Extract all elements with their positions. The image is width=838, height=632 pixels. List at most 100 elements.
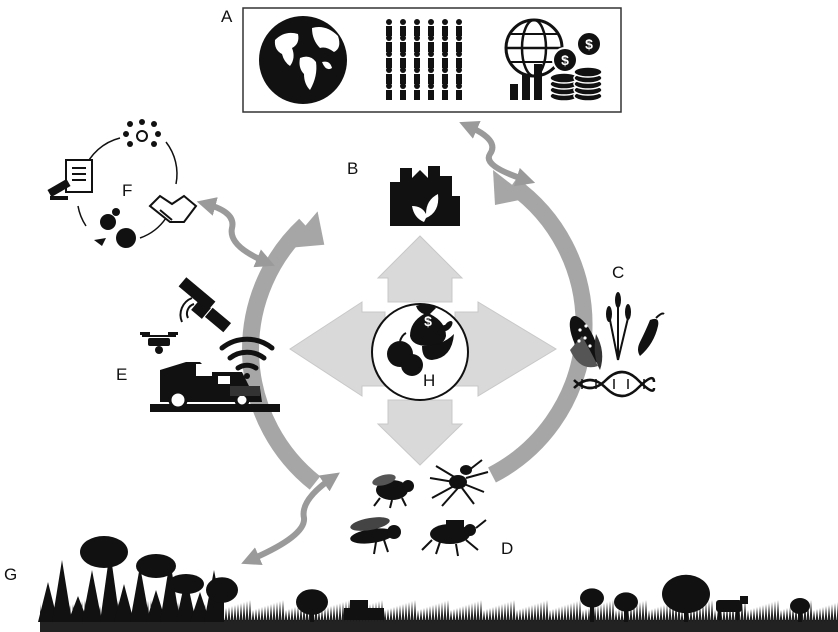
tree-canopy [206, 577, 238, 603]
person-figure [400, 58, 406, 68]
industry-icon [390, 166, 460, 226]
person-figure [428, 83, 434, 89]
person-figure [386, 74, 392, 84]
person-figure [442, 35, 448, 41]
label-f: F [122, 181, 133, 200]
person-figure [400, 67, 406, 73]
beetle-icon [421, 519, 487, 557]
person-figure [442, 83, 448, 89]
conifer-tree [146, 590, 166, 622]
tree-canopy [790, 598, 810, 614]
conifer-tree [176, 576, 196, 622]
policy-document-icon [47, 159, 93, 200]
drone-icon [140, 332, 178, 354]
spider-icon [429, 459, 489, 507]
label-b: B [347, 159, 359, 178]
person-figure [414, 26, 420, 36]
pea-pod-icon [638, 312, 665, 356]
person-figure [414, 51, 420, 57]
wasp-icon [350, 517, 401, 555]
person-figure [400, 83, 406, 89]
team-icon [123, 119, 161, 147]
tree-trunk [590, 598, 594, 622]
tree-trunk [624, 602, 628, 622]
person-figure [386, 35, 392, 41]
person-figure [414, 58, 420, 68]
person-figure [386, 90, 392, 100]
person-figure [414, 42, 420, 52]
person-figure [386, 58, 392, 68]
person-figure [456, 51, 462, 57]
person-figure [456, 42, 462, 52]
person-figure [414, 83, 420, 89]
person-figure [428, 42, 434, 52]
person-figure [442, 58, 448, 68]
forest-canopy [136, 554, 176, 578]
landscape-silhouette [38, 536, 838, 632]
person-figure [414, 90, 420, 100]
person-figure [456, 58, 462, 68]
fly-icon [372, 474, 414, 509]
person-figure [386, 67, 392, 73]
cow [718, 610, 721, 620]
cow [740, 596, 748, 604]
wifi-icon [219, 336, 275, 379]
conifer-tree [68, 596, 88, 622]
corn-icon [569, 316, 603, 370]
grass-band [40, 600, 838, 632]
harvester-icon [150, 362, 280, 412]
tree-canopy [614, 592, 638, 612]
person-figure [414, 19, 420, 25]
field-harvester [350, 600, 368, 610]
conifer-tree [130, 566, 150, 622]
person-figure [442, 42, 448, 52]
person-figure [428, 19, 434, 25]
person-figure [400, 42, 406, 52]
svg-text:$: $ [561, 52, 569, 68]
population-icon [386, 19, 462, 100]
label-g: G [4, 565, 18, 584]
person-figure [456, 90, 462, 100]
conifer-tree [160, 560, 180, 622]
person-figure [400, 90, 406, 100]
person-figure [456, 19, 462, 25]
conifer-tree [190, 592, 210, 622]
person-figure [386, 26, 392, 36]
person-figure [428, 74, 434, 84]
person-figure [428, 26, 434, 36]
field-harvester [344, 608, 384, 620]
person-figure [456, 74, 462, 84]
person-figure [386, 83, 392, 89]
dna-icon [573, 370, 656, 398]
svg-text:$: $ [585, 36, 593, 52]
forest-canopy [168, 574, 204, 594]
person-figure [386, 42, 392, 52]
conifer-tree [114, 584, 134, 622]
label-c: C [612, 263, 625, 282]
center-arrows [289, 235, 557, 466]
cycle-arrowhead-left [286, 211, 325, 249]
person-figure [400, 19, 406, 25]
person-figure [428, 35, 434, 41]
person-figure [400, 35, 406, 41]
forest-canopy [80, 536, 128, 568]
person-figure [414, 35, 420, 41]
person-figure [456, 26, 462, 36]
person-figure [386, 51, 392, 57]
person-figure [442, 67, 448, 73]
person-figure [428, 51, 434, 57]
tree-canopy [662, 574, 710, 614]
person-figure [456, 67, 462, 73]
food-security-icon [387, 304, 454, 376]
person-figure [442, 90, 448, 100]
person-figure [400, 26, 406, 36]
person-figure [428, 90, 434, 100]
conifer-tree [52, 560, 72, 622]
person-figure [442, 51, 448, 57]
person-figure [428, 67, 434, 73]
person-figure [442, 19, 448, 25]
cow [716, 600, 742, 612]
wheat-icon [606, 292, 631, 361]
economy-icon: $ $ [504, 18, 603, 102]
conifer-tree [100, 550, 120, 622]
